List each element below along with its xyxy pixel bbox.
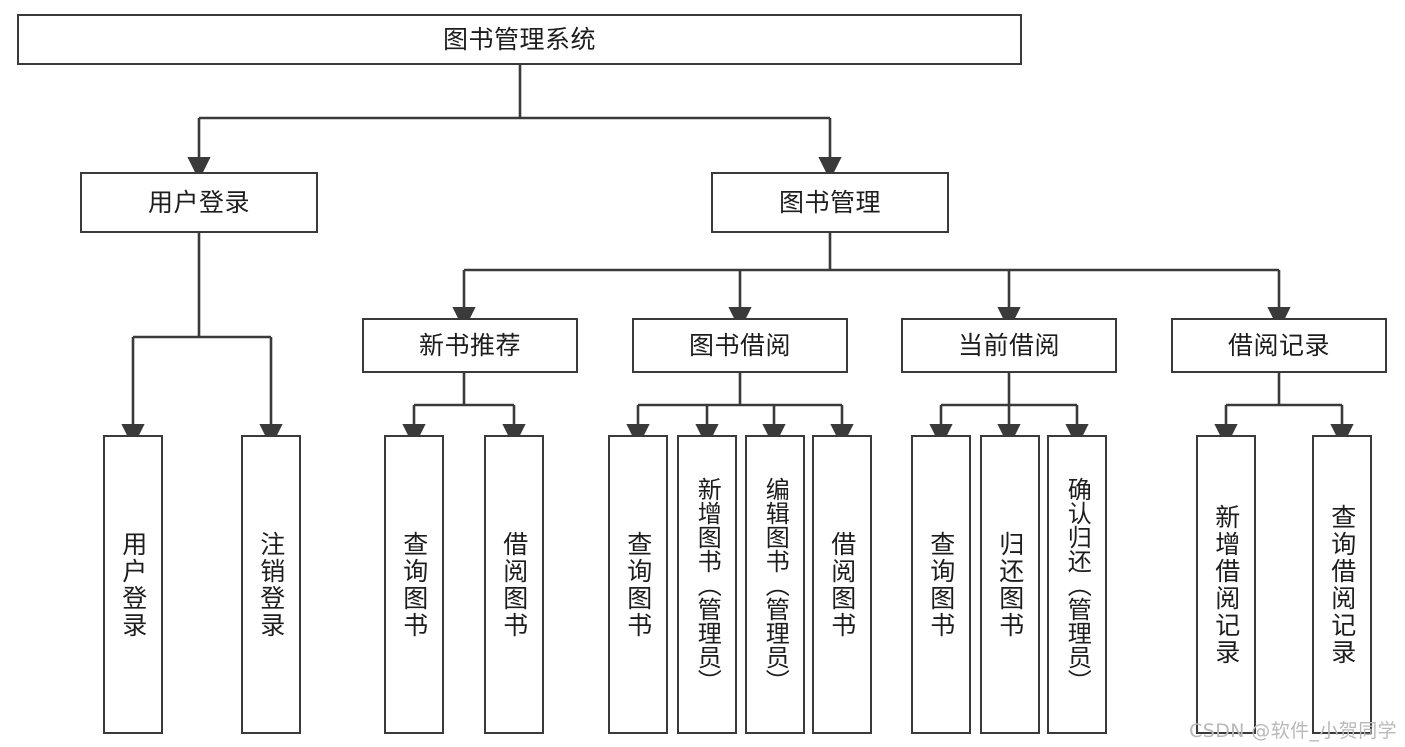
leaf-new-book-borrow[interactable]: 借阅图书 [484,435,544,734]
node-root-system[interactable]: 图书管理系统 [17,14,1022,65]
node-new-book-recommend[interactable]: 新书推荐 [362,318,578,373]
leaf-current-borrow-confirm-return[interactable]: 确认归还（管理员） [1047,435,1107,734]
leaf-borrow-record-add[interactable]: 新增借阅记录 [1196,435,1256,734]
node-label: 当前借阅 [957,330,1060,360]
node-current-borrow[interactable]: 当前借阅 [901,318,1117,373]
node-book-management[interactable]: 图书管理 [711,172,949,233]
node-label: 查询借阅记录 [1327,503,1357,666]
node-label: 新增借阅记录 [1211,503,1241,666]
node-label: 图书管理 [778,187,881,217]
node-label: 用户登录 [147,187,250,217]
leaf-borrow-record-query[interactable]: 查询借阅记录 [1312,435,1372,734]
leaf-book-borrow-borrow[interactable]: 借阅图书 [812,435,872,734]
node-book-borrow[interactable]: 图书借阅 [632,318,848,373]
leaf-current-borrow-query[interactable]: 查询图书 [911,435,971,734]
leaf-book-borrow-query[interactable]: 查询图书 [608,435,668,734]
leaf-book-borrow-add[interactable]: 新增图书（管理员） [677,435,737,734]
leaf-user-login-login[interactable]: 用户登录 [103,435,163,734]
node-label: 图书管理系统 [442,24,596,54]
node-label: 编辑图书（管理员） [761,476,790,693]
leaf-book-borrow-edit[interactable]: 编辑图书（管理员） [745,435,805,734]
leaf-current-borrow-return[interactable]: 归还图书 [980,435,1040,734]
leaf-user-login-logout[interactable]: 注销登录 [241,435,301,734]
node-user-login[interactable]: 用户登录 [80,172,318,233]
node-label: 查询图书 [623,530,653,639]
node-label: 用户登录 [118,530,148,639]
node-label: 确认归还（管理员） [1063,476,1092,693]
leaf-new-book-query[interactable]: 查询图书 [384,435,444,734]
node-label: 新书推荐 [418,330,521,360]
node-label: 借阅记录 [1227,330,1330,360]
watermark-text: CSDN @软件_小贺同学 [1189,720,1397,742]
node-label: 借阅图书 [499,530,529,639]
node-label: 查询图书 [926,530,956,639]
node-label: 注销登录 [256,530,286,639]
node-label: 借阅图书 [827,530,857,639]
node-label: 查询图书 [399,530,429,639]
node-label: 新增图书（管理员） [693,476,722,693]
node-label: 归还图书 [995,530,1025,639]
node-label: 图书借阅 [688,330,791,360]
node-borrow-record[interactable]: 借阅记录 [1171,318,1387,373]
